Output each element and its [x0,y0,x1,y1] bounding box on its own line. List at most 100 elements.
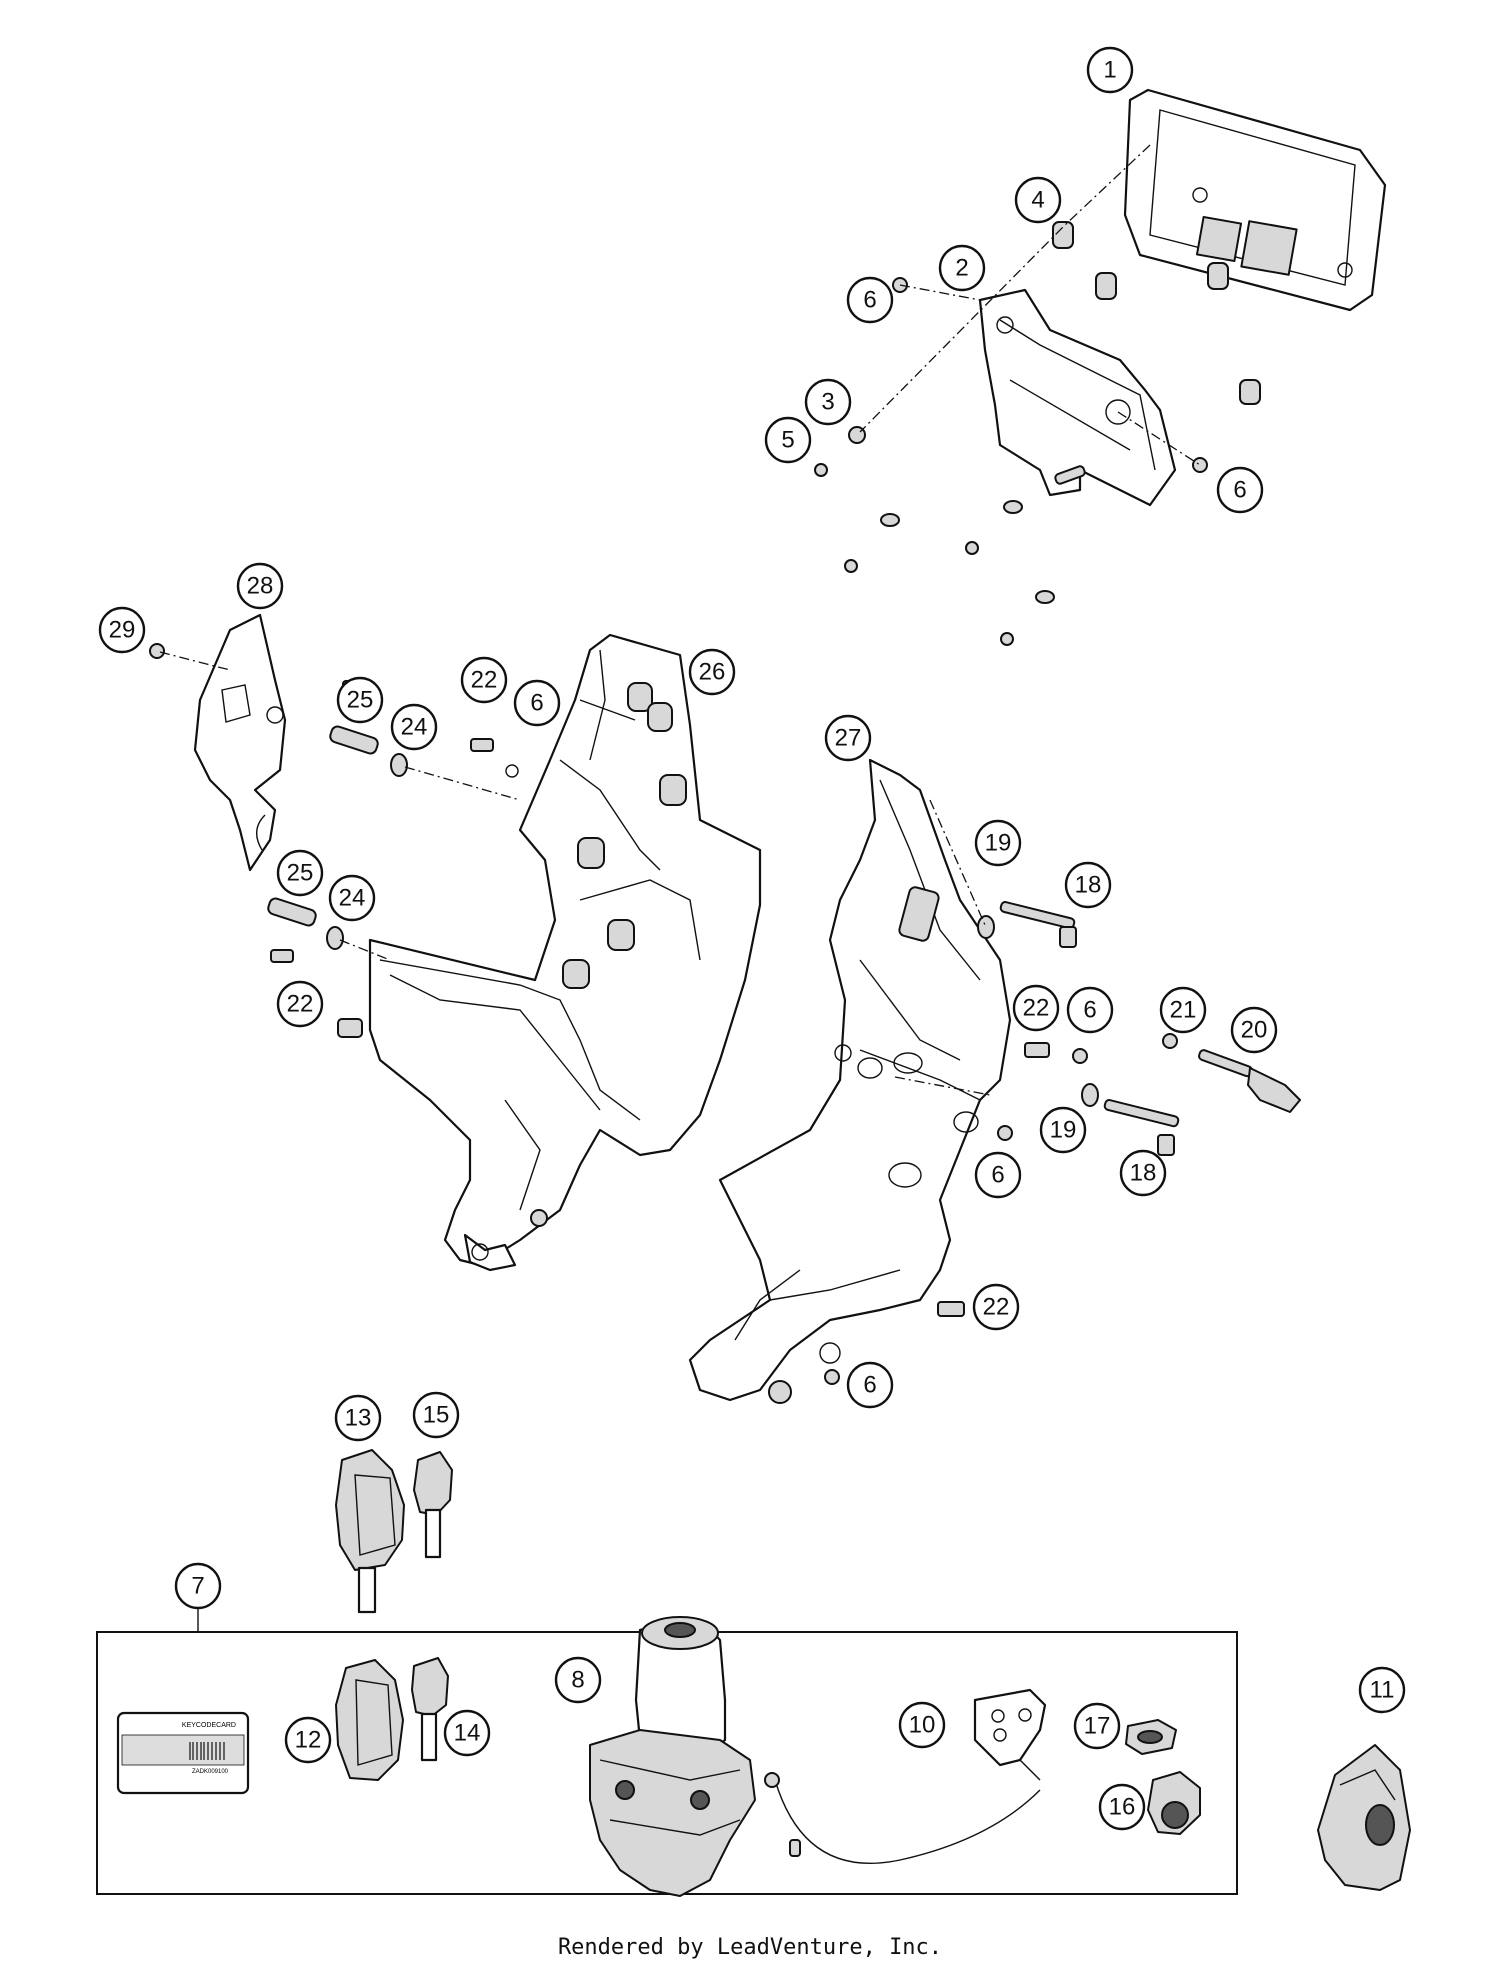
callout-14: 14 [443,1709,491,1757]
callout-16: 16 [1098,1783,1146,1831]
svg-text:19: 19 [1050,1117,1077,1144]
left-headlight-frame [368,633,762,1272]
callout-18a: 18 [1064,861,1112,909]
callout-12: 12 [284,1716,332,1764]
svg-text:22: 22 [1023,995,1050,1022]
svg-text:2: 2 [955,255,968,282]
callout-2: 2 [938,244,986,292]
svg-text:10: 10 [909,1712,936,1739]
callout-7: 7 [174,1562,222,1610]
key-code-card: KEYCODECARD ZADK009100 [116,1711,250,1795]
svg-text:8: 8 [571,1667,584,1694]
svg-text:25: 25 [347,687,374,714]
callout-25a: 25 [336,676,384,724]
svg-text:15: 15 [423,1402,450,1429]
svg-text:5: 5 [781,427,794,454]
callout-11: 11 [1358,1666,1406,1714]
side-cover [193,613,287,872]
svg-text:22: 22 [471,667,498,694]
svg-text:22: 22 [287,991,314,1018]
callout-6a: 6 [846,276,894,324]
callout-1: 1 [1086,46,1134,94]
svg-text:3: 3 [821,389,834,416]
key-15 [413,1451,453,1559]
callout-15: 15 [412,1391,460,1439]
svg-text:26: 26 [699,659,726,686]
callout-27: 27 [824,714,872,762]
small-fasteners-top [814,277,1208,646]
svg-text:18: 18 [1130,1160,1157,1187]
svg-text:14: 14 [454,1720,481,1747]
svg-text:6: 6 [863,1372,876,1399]
dashboard-bracket [978,288,1177,507]
callout-29: 29 [98,606,146,654]
svg-text:6: 6 [1083,997,1096,1024]
callout-6e: 6 [974,1151,1022,1199]
svg-text:21: 21 [1170,997,1197,1024]
svg-text:24: 24 [339,885,366,912]
callout-4: 4 [1014,176,1062,224]
svg-text:27: 27 [835,725,862,752]
ignition-lock [589,1616,756,1897]
remote-key-13 [335,1449,405,1614]
spacer-bolts-right [824,901,1180,1385]
footer-credit: Rendered by LeadVenture, Inc. [557,1935,943,1960]
callout-25b: 25 [276,849,324,897]
callout-22d: 22 [972,1283,1020,1331]
callout-5: 5 [764,416,812,464]
svg-text:20: 20 [1241,1017,1268,1044]
callout-22c: 22 [1012,984,1060,1032]
rubber-grommets [1052,221,1261,405]
right-headlight-frame [688,758,1012,1404]
callout-19b: 19 [1039,1106,1087,1154]
svg-text:13: 13 [345,1405,372,1432]
lock-cylinder [1125,1719,1201,1835]
svg-text:12: 12 [295,1727,322,1754]
remote-key-12 [335,1659,404,1781]
svg-text:6: 6 [530,690,543,717]
key-code-card-code: ZADK009100 [192,1769,229,1775]
callout-21: 21 [1159,986,1207,1034]
svg-text:22: 22 [983,1294,1010,1321]
spacer-bolts-left [267,725,408,1038]
callout-6c: 6 [513,679,561,727]
dashboard-display [1123,88,1387,312]
svg-text:1: 1 [1103,57,1116,84]
callout-6d: 6 [1066,986,1114,1034]
callout-22a: 22 [460,656,508,704]
callout-22b: 22 [276,980,324,1028]
key-code-card-title: KEYCODECARD [182,1722,236,1729]
callout-24b: 24 [328,874,376,922]
callout-28: 28 [236,562,284,610]
svg-text:6: 6 [1233,477,1246,504]
cable-sensor [764,1688,1047,1864]
callout-6b: 6 [1216,466,1264,514]
svg-text:6: 6 [991,1162,1004,1189]
callout-13: 13 [334,1394,382,1442]
lock-housing [1317,1744,1411,1891]
callout-24a: 24 [390,703,438,751]
svg-text:25: 25 [287,860,314,887]
callout-17: 17 [1073,1702,1121,1750]
callout-6f: 6 [846,1361,894,1409]
callout-26: 26 [688,648,736,696]
svg-text:6: 6 [863,287,876,314]
key-14 [411,1657,449,1762]
callout-18b: 18 [1119,1149,1167,1197]
svg-text:17: 17 [1084,1713,1111,1740]
svg-text:28: 28 [247,573,274,600]
svg-text:7: 7 [191,1573,204,1600]
svg-text:11: 11 [1370,1677,1395,1704]
adjuster-knob [1162,1033,1301,1113]
svg-text:16: 16 [1109,1794,1136,1821]
callout-3: 3 [804,378,852,426]
svg-text:4: 4 [1031,187,1044,214]
callout-8: 8 [554,1656,602,1704]
svg-text:24: 24 [401,714,428,741]
callout-19a: 19 [974,819,1022,867]
svg-text:18: 18 [1075,872,1102,899]
svg-text:19: 19 [985,830,1012,857]
callout-10: 10 [898,1701,946,1749]
svg-text:29: 29 [109,617,136,644]
